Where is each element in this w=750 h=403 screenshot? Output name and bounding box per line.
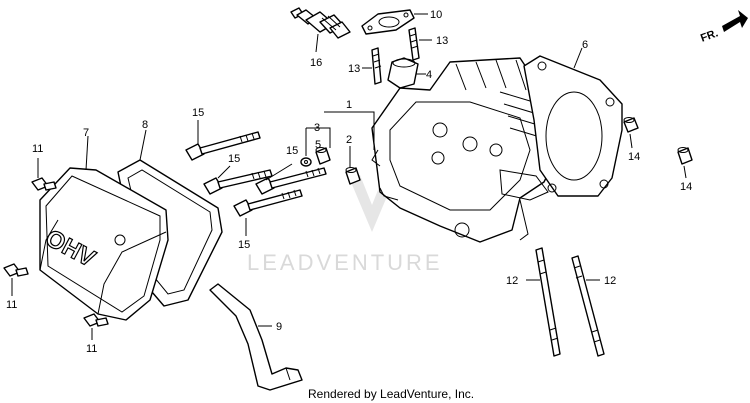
head-gasket bbox=[523, 47, 623, 197]
callout-12-a: 12 bbox=[506, 275, 518, 287]
callout-6: 6 bbox=[582, 39, 588, 51]
push-rod-guide bbox=[387, 57, 426, 89]
callout-10: 10 bbox=[430, 9, 442, 21]
direction-arrow-icon bbox=[722, 10, 748, 32]
callout-16: 16 bbox=[310, 57, 322, 69]
callout-14-b: 14 bbox=[680, 181, 692, 193]
bolt-15-b bbox=[203, 169, 273, 195]
callout-15-c: 15 bbox=[286, 145, 298, 157]
callout-3: 3 bbox=[314, 122, 320, 134]
callout-15-d: 15 bbox=[238, 239, 250, 251]
callout-5: 5 bbox=[315, 139, 321, 151]
callout-11-b: 11 bbox=[6, 299, 17, 311]
callout-14-a: 14 bbox=[628, 151, 640, 163]
callout-11-c: 11 bbox=[86, 343, 97, 355]
callout-15-b: 15 bbox=[228, 153, 240, 165]
breather-tube bbox=[209, 283, 303, 391]
callout-13-b: 13 bbox=[348, 63, 360, 75]
stud-bolts bbox=[362, 27, 432, 85]
direction-label: FR. bbox=[699, 27, 720, 44]
callout-13-a: 13 bbox=[436, 35, 448, 47]
small-pins-and-washers bbox=[300, 111, 375, 185]
bolt-11-c bbox=[83, 313, 109, 327]
callout-9: 9 bbox=[276, 321, 282, 333]
long-studs bbox=[526, 247, 605, 357]
callout-labels: 1 2 3 4 5 6 7 8 9 10 11 11 11 12 12 13 1… bbox=[6, 9, 692, 355]
callout-2: 2 bbox=[346, 134, 352, 146]
callout-15-a: 15 bbox=[192, 107, 204, 119]
callout-4: 4 bbox=[426, 69, 432, 81]
callout-11-a: 11 bbox=[32, 143, 43, 155]
breather-gasket bbox=[361, 9, 428, 35]
callout-8: 8 bbox=[142, 119, 148, 131]
head-cover: OHV bbox=[39, 135, 169, 321]
render-credit: Rendered by LeadVenture, Inc. bbox=[308, 387, 474, 401]
callout-1: 1 bbox=[346, 99, 352, 111]
front-direction-indicator: FR. bbox=[699, 10, 748, 45]
spark-plug bbox=[290, 7, 351, 53]
callout-7: 7 bbox=[83, 127, 89, 139]
cylinder-head bbox=[371, 57, 561, 243]
head-bolts bbox=[185, 120, 327, 236]
cover-bolts bbox=[3, 158, 109, 340]
bolt-15-c bbox=[255, 167, 327, 195]
bolt-15-d bbox=[233, 189, 303, 217]
dowel-pins bbox=[623, 117, 693, 179]
bolt-11-a bbox=[31, 177, 57, 191]
callout-12-b: 12 bbox=[604, 275, 616, 287]
bolt-15-a bbox=[185, 131, 261, 161]
watermark-text: LEADVENTURE bbox=[247, 250, 443, 275]
bolt-11-b bbox=[3, 263, 29, 277]
